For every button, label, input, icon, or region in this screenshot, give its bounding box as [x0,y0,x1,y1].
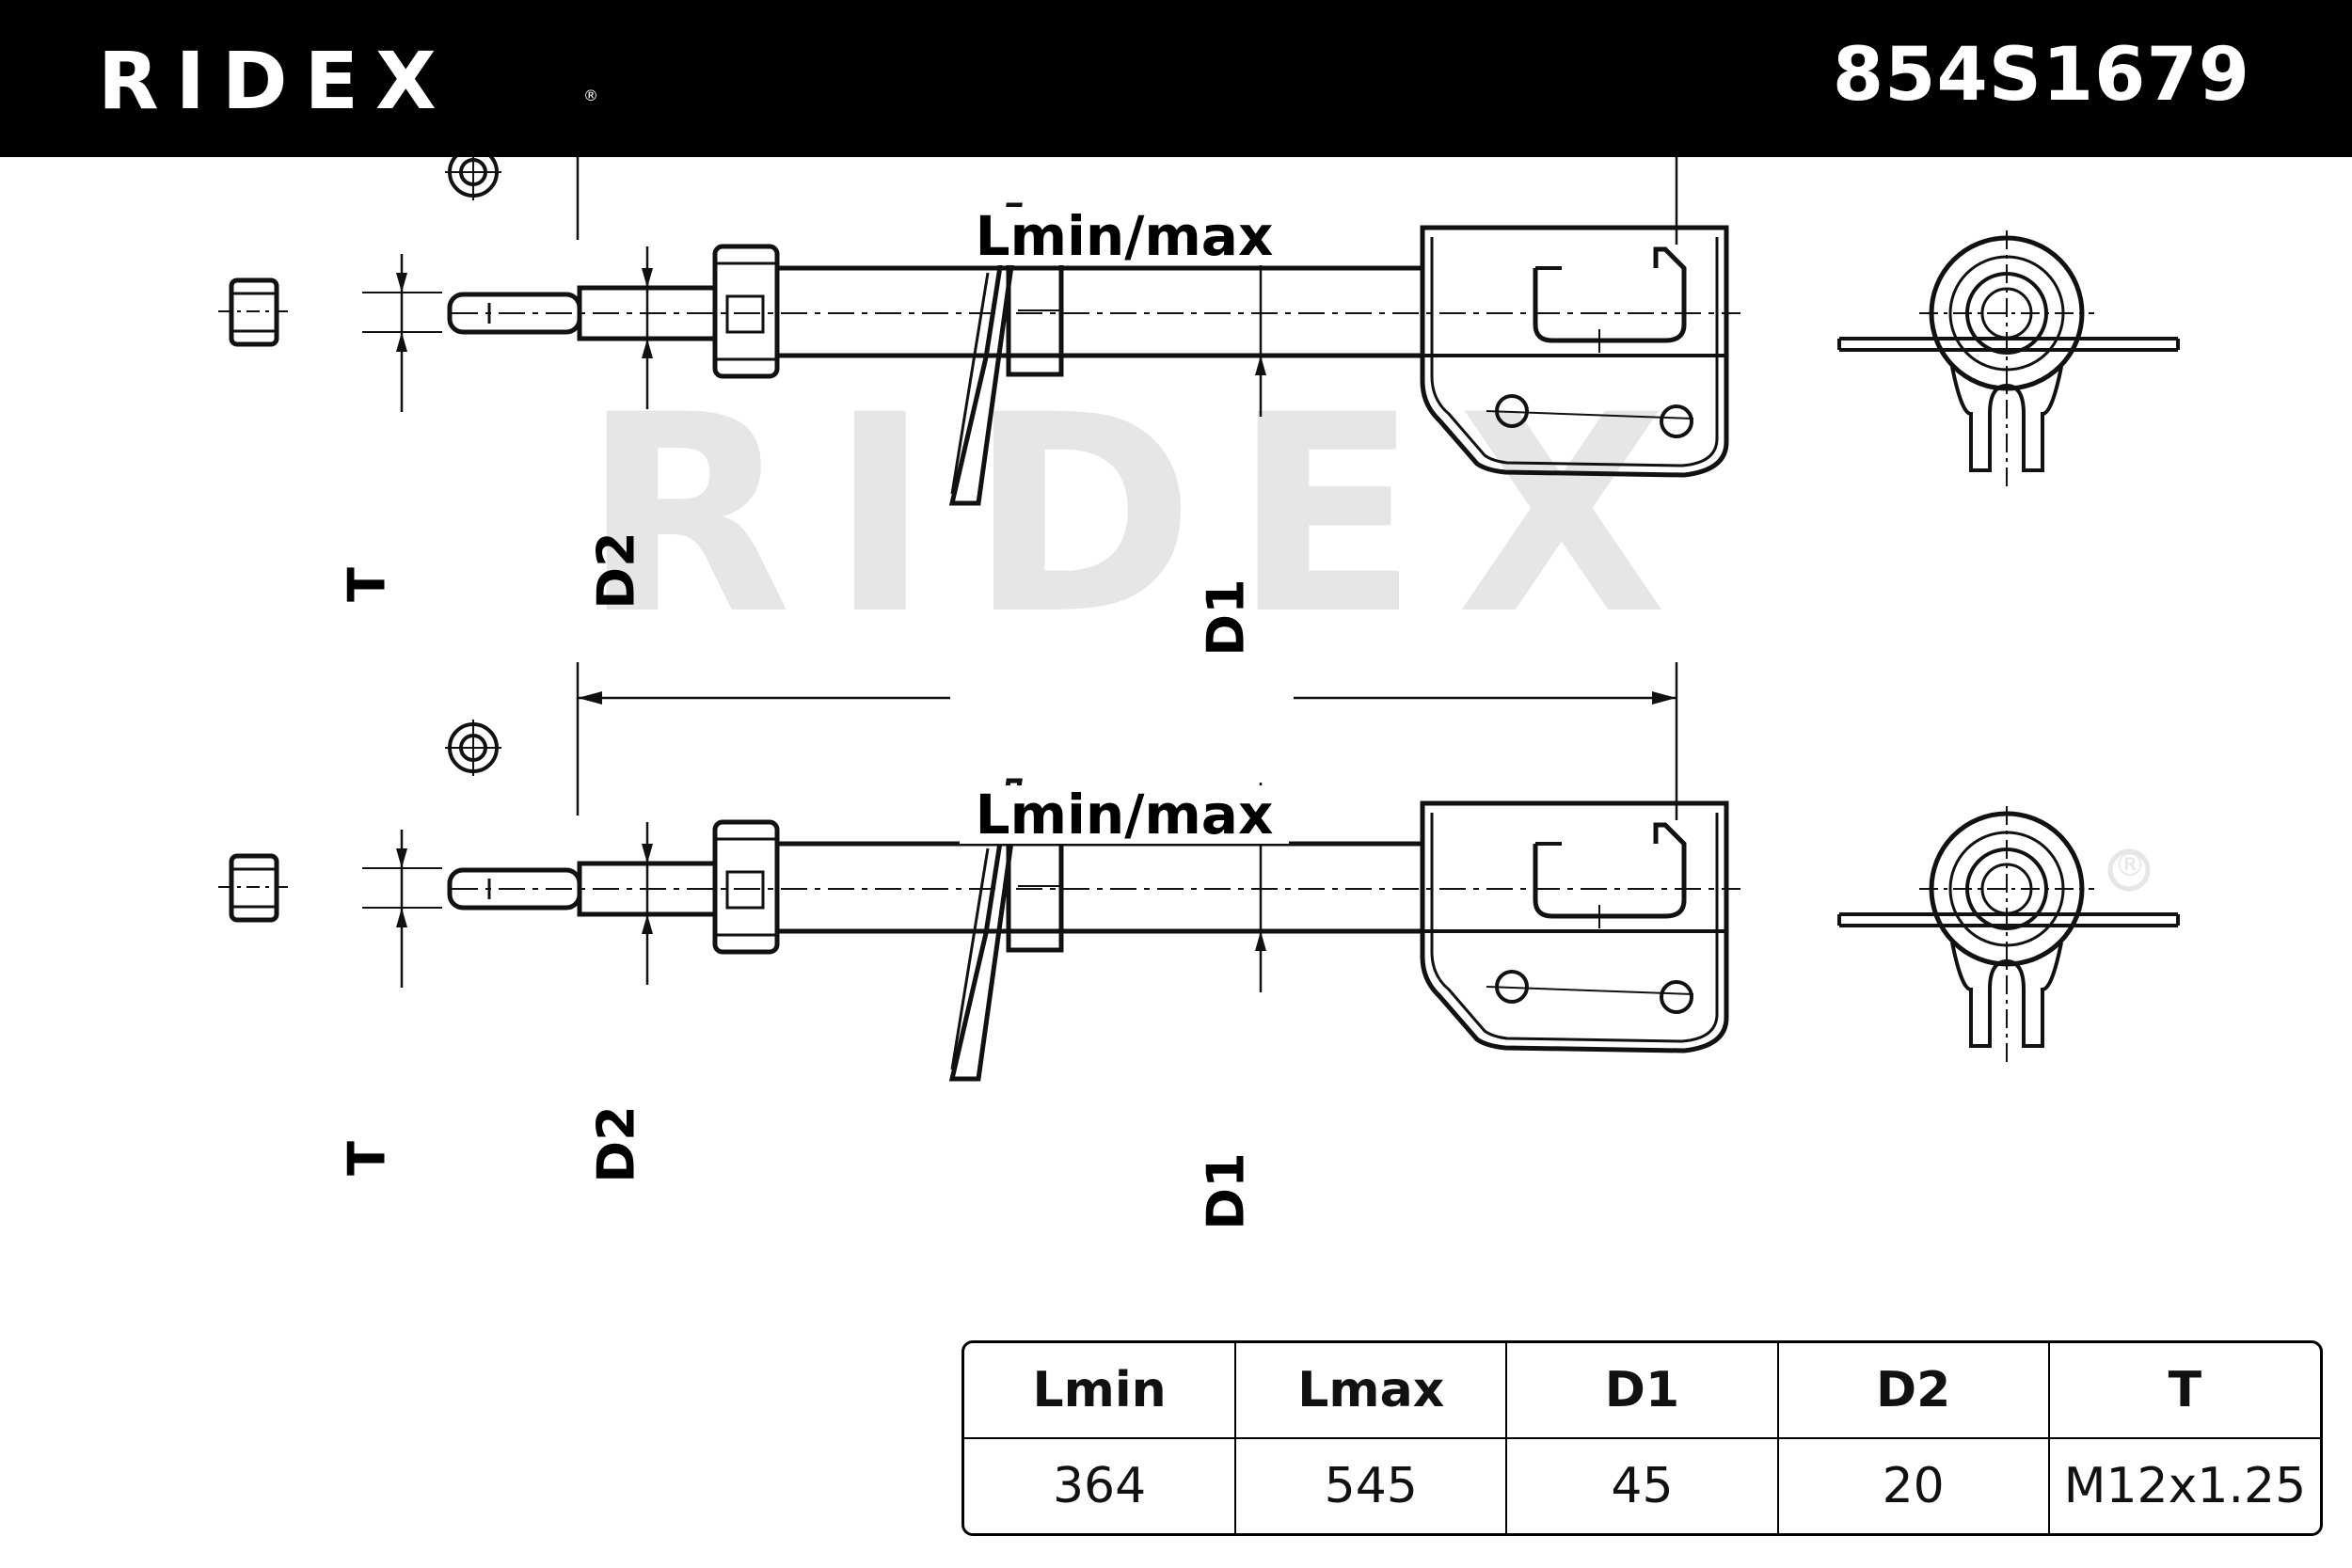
ridex-logo: RIDEX [98,35,453,127]
d1-label-top: D1 [1196,578,1256,657]
d2-label-bottom: D2 [586,1105,646,1183]
value-t: M12x1.25 [2047,1437,2320,1533]
value-lmin: 364 [964,1437,1237,1533]
registered-mark: ® [583,87,598,104]
header-lmax: Lmax [1234,1343,1508,1439]
specs-header-row: Lmin Lmax D1 D2 T [964,1343,2320,1439]
value-d2: 20 [1776,1437,2050,1533]
t-label-top: T [337,567,397,602]
header-bar: RIDEX ® 854S1679 [0,0,2352,157]
length-label-bottom: Lmin/max [960,785,1289,844]
brand-text: RIDEX [98,35,453,127]
header-d1: D1 [1505,1343,1779,1439]
strut-drawing-bottom [218,662,2178,1079]
t-label-bottom: T [337,1141,397,1176]
specs-value-row: 364 545 45 20 M12x1.25 [964,1437,2320,1533]
d2-label-top: D2 [586,531,646,610]
watermark-registered-mark: ® [2114,847,2146,884]
header-t: T [2047,1343,2320,1439]
value-d1: 45 [1505,1437,1779,1533]
value-lmax: 545 [1234,1437,1508,1533]
watermark-text: RIDEX [581,357,1705,674]
header-lmin: Lmin [964,1343,1237,1439]
specs-table: Lmin Lmax D1 D2 T 364 545 45 20 M12x1.25 [961,1340,2323,1536]
ridex-watermark: RIDEX [581,357,2151,892]
part-number: 854S1679 [1832,33,2250,118]
d1-label-bottom: D1 [1196,1152,1256,1230]
header-d2: D2 [1776,1343,2050,1439]
length-label-top: Lmin/max [960,207,1289,265]
